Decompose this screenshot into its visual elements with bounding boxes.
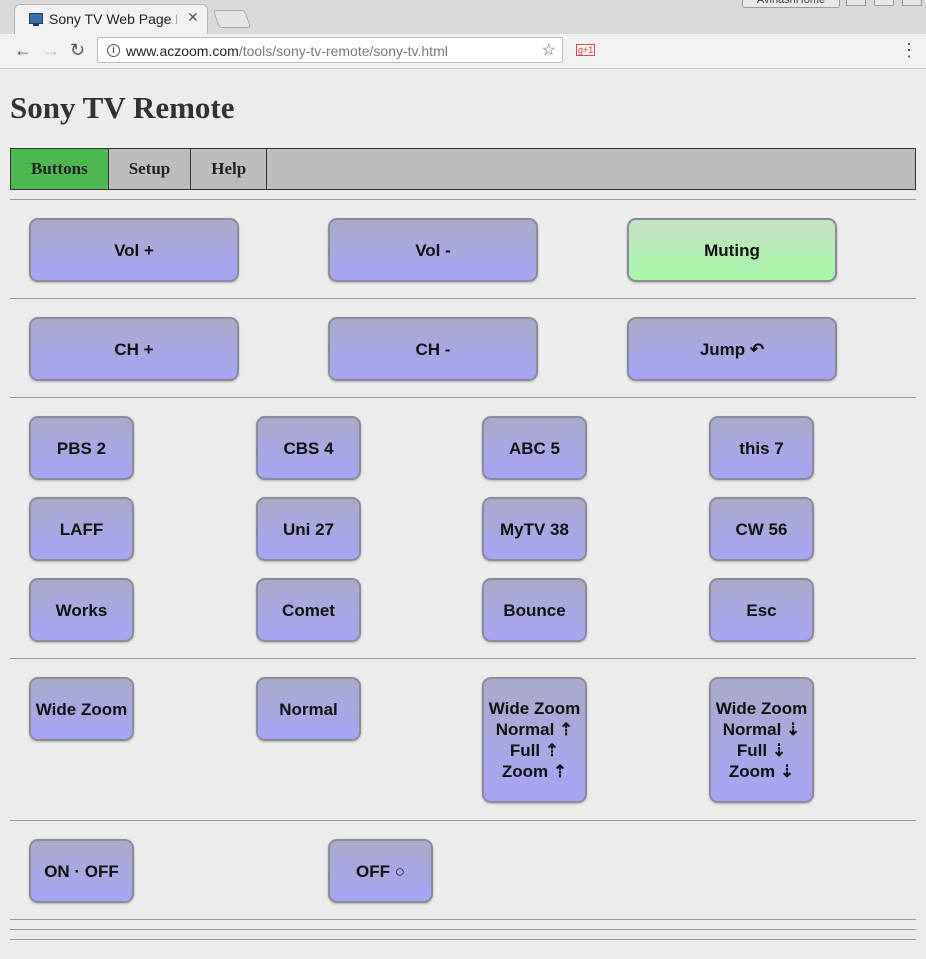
tab-title: Sony TV Web Page I bbox=[49, 11, 177, 27]
reload-icon[interactable]: ↻ bbox=[70, 40, 86, 60]
jump-button[interactable]: Jump ↶ bbox=[627, 317, 837, 381]
browser-tabstrip: Sony TV Web Page I ✕ AvinashHome bbox=[0, 0, 926, 34]
url-path: /tools/sony-tv-remote/sony-tv.html bbox=[238, 43, 448, 59]
close-tab-icon[interactable]: ✕ bbox=[187, 9, 199, 25]
power-off-button[interactable]: OFF ○ bbox=[328, 839, 433, 903]
cycle-down-button[interactable]: Wide Zoom Normal ⇣ Full ⇣ Zoom ⇣ bbox=[709, 677, 814, 803]
channel-button[interactable]: Works bbox=[29, 578, 134, 642]
normal-button[interactable]: Normal bbox=[256, 677, 361, 741]
cycle-up-line: Zoom ⇡ bbox=[501, 762, 568, 781]
new-tab-button[interactable] bbox=[212, 10, 252, 28]
back-icon[interactable]: ← bbox=[14, 40, 32, 60]
browser-toolbar: ← → ↻ i www.aczoom.com/tools/sony-tv-rem… bbox=[0, 34, 926, 69]
nav-tabs: Buttons Setup Help bbox=[10, 148, 916, 190]
tab-buttons[interactable]: Buttons bbox=[11, 149, 109, 189]
ch-down-button[interactable]: CH - bbox=[328, 317, 538, 381]
divider bbox=[10, 939, 916, 940]
channel-button[interactable]: Bounce bbox=[482, 578, 587, 642]
minimize-button[interactable] bbox=[846, 0, 866, 6]
divider bbox=[10, 397, 916, 398]
cycle-up-button[interactable]: Wide Zoom Normal ⇡ Full ⇡ Zoom ⇡ bbox=[482, 677, 587, 803]
vol-up-button[interactable]: Vol + bbox=[29, 218, 239, 282]
channel-button[interactable]: PBS 2 bbox=[29, 416, 134, 480]
close-window-button[interactable] bbox=[902, 0, 922, 6]
menu-icon[interactable]: ⋮ bbox=[900, 40, 918, 60]
divider bbox=[10, 820, 916, 821]
vol-down-button[interactable]: Vol - bbox=[328, 218, 538, 282]
divider bbox=[10, 298, 916, 299]
tv-icon bbox=[29, 13, 43, 26]
cycle-down-line: Normal ⇣ bbox=[722, 720, 801, 739]
bookmark-star-icon[interactable]: ☆ bbox=[541, 42, 556, 59]
divider bbox=[10, 919, 916, 920]
wide-zoom-button[interactable]: Wide Zoom bbox=[29, 677, 134, 741]
maximize-button[interactable] bbox=[874, 0, 894, 6]
channel-button[interactable]: Uni 27 bbox=[256, 497, 361, 561]
channel-button[interactable]: ABC 5 bbox=[482, 416, 587, 480]
divider bbox=[10, 929, 916, 930]
tab-help[interactable]: Help bbox=[191, 149, 268, 189]
cycle-up-line: Wide Zoom bbox=[488, 699, 581, 718]
page-content: Sony TV Remote Buttons Setup Help Vol + … bbox=[0, 68, 926, 959]
channel-button[interactable]: MyTV 38 bbox=[482, 497, 587, 561]
channel-button[interactable]: LAFF bbox=[29, 497, 134, 561]
channel-button[interactable]: CBS 4 bbox=[256, 416, 361, 480]
power-toggle-button[interactable]: ON · OFF bbox=[29, 839, 134, 903]
info-icon[interactable]: i bbox=[107, 44, 120, 57]
page-title: Sony TV Remote bbox=[10, 90, 235, 125]
channel-button[interactable]: Comet bbox=[256, 578, 361, 642]
gplus-icon[interactable]: g+1 bbox=[576, 44, 596, 56]
forward-icon[interactable]: → bbox=[42, 40, 60, 60]
ch-up-button[interactable]: CH + bbox=[29, 317, 239, 381]
channel-button[interactable]: CW 56 bbox=[709, 497, 814, 561]
cycle-up-line: Full ⇡ bbox=[509, 741, 560, 760]
address-bar[interactable]: i www.aczoom.com/tools/sony-tv-remote/so… bbox=[97, 37, 563, 63]
divider bbox=[10, 199, 916, 200]
browser-tab[interactable]: Sony TV Web Page I ✕ bbox=[14, 4, 208, 34]
cycle-down-line: Wide Zoom bbox=[715, 699, 808, 718]
esc-button[interactable]: Esc bbox=[709, 578, 814, 642]
cycle-down-line: Zoom ⇣ bbox=[728, 762, 795, 781]
channel-button[interactable]: this 7 bbox=[709, 416, 814, 480]
tab-setup[interactable]: Setup bbox=[109, 149, 192, 189]
cycle-up-line: Normal ⇡ bbox=[495, 720, 574, 739]
divider bbox=[10, 658, 916, 659]
url-host: www.aczoom.com bbox=[126, 43, 239, 59]
muting-button[interactable]: Muting bbox=[627, 218, 837, 282]
profile-button[interactable]: AvinashHome bbox=[742, 0, 840, 8]
cycle-down-line: Full ⇣ bbox=[736, 741, 787, 760]
url-text: www.aczoom.com/tools/sony-tv-remote/sony… bbox=[126, 43, 448, 59]
